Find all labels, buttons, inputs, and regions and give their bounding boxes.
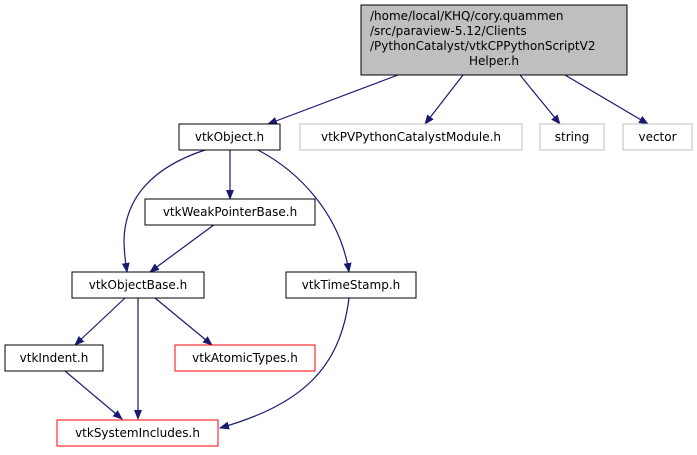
node-label: vector [638,130,676,144]
node-vtkObjectBase[interactable]: vtkObjectBase.h [71,271,205,299]
node-vtkIndent[interactable]: vtkIndent.h [4,344,104,372]
edge-vtkWeakPointerBase-to-vtkObjectBase [149,223,216,273]
edge-vtkObject-to-vtkObjectBase [121,149,206,273]
edge-vtkIndent-to-vtkSystemIncludes [64,370,123,420]
root-line-2: /src/paraview-5.12/Clients [370,24,527,38]
node-vtkObject[interactable]: vtkObject.h [178,123,281,151]
node-vtkTimeStamp[interactable]: vtkTimeStamp.h [285,271,417,299]
node-label: vtkPVPythonCatalystModule.h [321,130,501,144]
node-vtkAtomicTypes[interactable]: vtkAtomicTypes.h [174,344,316,372]
node-label: vtkIndent.h [20,351,89,365]
node-vector[interactable]: vector [622,123,693,151]
edge-root-to-vtkPVPythonCatalystModule [424,74,464,125]
nodes: /home/local/KHQ/cory.quammen /src/paravi… [4,4,693,447]
node-string[interactable]: string [539,123,605,151]
node-label: string [555,130,589,144]
edge-root-to-vector [564,74,649,125]
root-line-4: Helper.h [469,54,519,68]
root-line-1: /home/local/KHQ/cory.quammen [370,9,564,23]
edge-root-to-string [519,74,561,125]
edge-vtkObjectBase-to-vtkIndent [74,297,126,346]
edges [64,74,649,430]
node-vtkSystemIncludes[interactable]: vtkSystemIncludes.h [56,419,219,447]
node-label: vtkTimeStamp.h [302,278,401,292]
node-vtkPVPythonCatalystModule[interactable]: vtkPVPythonCatalystModule.h [299,123,523,151]
edge-vtkObjectBase-to-vtkAtomicTypes [154,297,213,346]
node-label: vtkWeakPointerBase.h [163,205,297,219]
node-vtkWeakPointerBase[interactable]: vtkWeakPointerBase.h [144,198,316,226]
edge-vtkTimeStamp-to-vtkSystemIncludes [219,297,350,430]
node-label: vtkObject.h [195,130,264,144]
root-line-3: /PythonCatalyst/vtkCPPythonScriptV2 [370,39,595,53]
edge-root-to-vtkObject [267,74,399,125]
edge-vtkObject-to-vtkTimeStamp [257,149,352,273]
node-label: vtkObjectBase.h [89,278,187,292]
node-root: /home/local/KHQ/cory.quammen /src/paravi… [360,4,628,76]
node-label: vtkAtomicTypes.h [192,351,298,365]
node-label: vtkSystemIncludes.h [75,426,200,440]
